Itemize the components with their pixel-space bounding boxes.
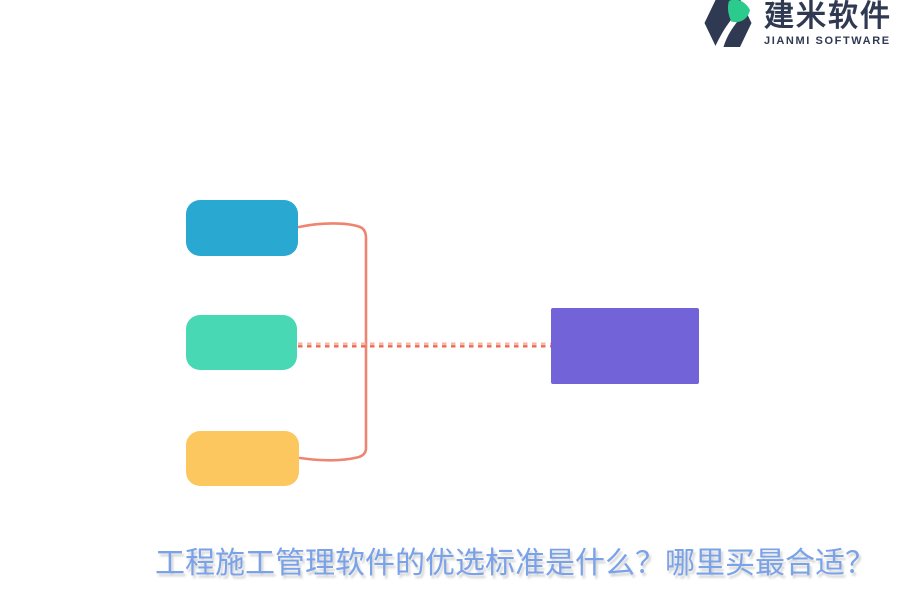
node-green bbox=[186, 315, 297, 370]
logo-subtitle: JIANMI SOFTWARE bbox=[764, 35, 891, 47]
logo-text-block: 建米软件 JIANMI SOFTWARE bbox=[764, 0, 892, 47]
jianmi-logo: 建米软件 JIANMI SOFTWARE bbox=[699, 0, 892, 48]
logo-name: 建米软件 bbox=[764, 0, 892, 33]
node-purple bbox=[551, 308, 699, 384]
node-yellow bbox=[186, 431, 299, 486]
page-title: 工程施工管理软件的优选标准是什么？哪里买最合适？ bbox=[155, 547, 875, 580]
bracket-connector bbox=[297, 222, 368, 462]
hexagon-leaf-logo-icon bbox=[704, 0, 752, 47]
node-blue bbox=[186, 200, 298, 256]
